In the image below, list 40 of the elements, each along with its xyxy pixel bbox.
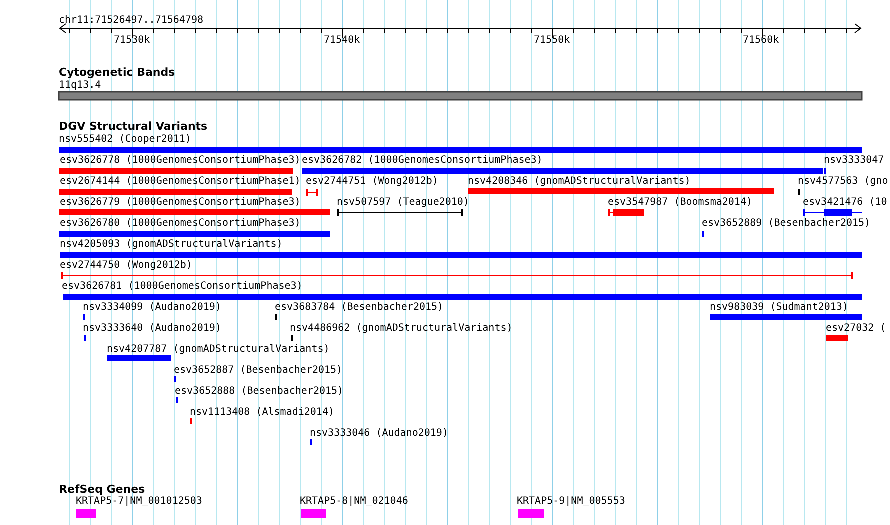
feature-label: nsv1113408 (Alsmadi2014) [190,407,334,419]
track-title: Cytogenetic Bands [59,67,176,79]
feature-label: nsv3334099 (Audano2019) [83,302,222,314]
feature-label: nsv3333047 [824,155,884,167]
tick-label: 71530k [114,35,150,47]
coordinate-label: chr11:71526497..71564798 [59,15,204,27]
tick-label: 71540k [324,35,360,47]
feature-label: nsv983039 (Sudmant2013) [710,302,848,314]
tick-label: 71550k [534,35,570,47]
feature-label: esv3547987 (Boomsma2014) [608,197,752,209]
feature-label: nsv4486962 (gnomADStructuralVariants) [290,323,513,335]
feature-label: esv3683784 (Besenbacher2015) [275,302,444,314]
feature-label: esv3626781 (1000GenomesConsortiumPhase3) [62,281,303,293]
feature-label: esv3626780 (1000GenomesConsortiumPhase3) [60,218,301,230]
feature-label: esv2674144 (1000GenomesConsortiumPhase1) [60,176,301,188]
feature-label: nsv4577563 (gno [798,176,888,188]
feature-label: esv3626782 (1000GenomesConsortiumPhase3) [302,155,543,167]
feature-label: esv2744750 (Wong2012b) [60,260,192,272]
feature-label: esv3652889 (Besenbacher2015) [702,218,871,230]
tick-label: 71560k [743,35,780,47]
feature-label: nsv555402 (Cooper2011) [59,134,192,146]
feature-label: esv3626779 (1000GenomesConsortiumPhase3) [60,197,301,209]
gene-label: KRTAP5-8|NM_021046 [300,496,408,508]
track-title: DGV Structural Variants [59,121,208,133]
feature-label: nsv3333046 (Audano2019) [310,428,448,440]
feature-label: esv3652887 (Besenbacher2015) [174,365,343,377]
feature-label: esv3421476 (10 [803,197,888,209]
feature-label: nsv4207787 (gnomADStructuralVariants) [107,344,330,356]
feature-label: esv27032 ( [826,323,886,335]
feature-label: esv3652888 (Besenbacher2015) [175,386,344,398]
feature-label: nsv4208346 (gnomADStructuralVariants) [468,176,691,188]
gene-label: KRTAP5-7|NM_001012503 [76,496,202,508]
band-label: 11q13.4 [59,80,102,92]
feature-label: nsv507597 (Teague2010) [337,197,470,209]
feature-label: nsv3333640 (Audano2019) [83,323,222,335]
feature-label: nsv4205093 (gnomADStructuralVariants) [60,239,283,251]
feature-label: esv2744751 (Wong2012b) [306,176,438,188]
feature-label: esv3626778 (1000GenomesConsortiumPhase3) [60,155,301,167]
track-title: RefSeq Genes [59,484,146,496]
gene-label: KRTAP5-9|NM_005553 [517,496,626,508]
